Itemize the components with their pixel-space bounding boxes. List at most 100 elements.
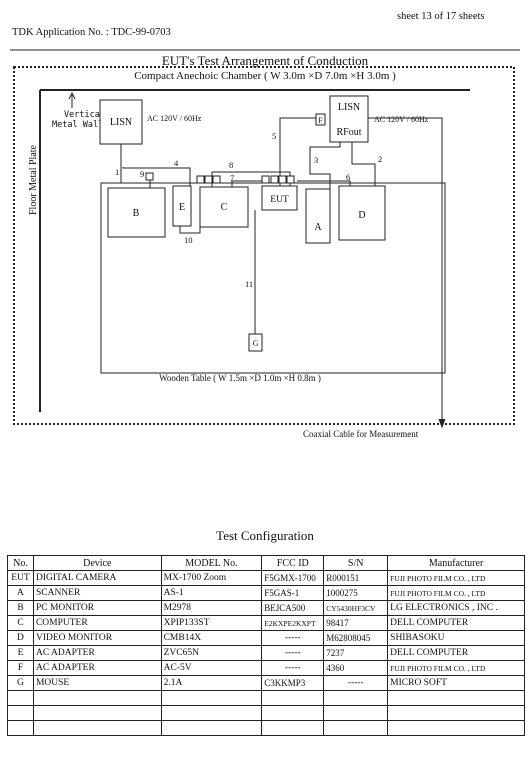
device-g-label: G bbox=[253, 339, 259, 348]
table-row: EUT DIGITAL CAMERA MX-1700 Zoom F5GMX-17… bbox=[7, 570, 525, 586]
cable-8-label: 8 bbox=[229, 160, 233, 170]
cell-manufacturer: LG ELECTRONICS , INC . bbox=[387, 600, 525, 616]
device-c-label: C bbox=[221, 202, 228, 213]
connector bbox=[261, 175, 270, 184]
cable-2 bbox=[351, 142, 376, 186]
cable-7 bbox=[231, 180, 262, 187]
cell-fcc: F5GMX-1700 bbox=[261, 570, 325, 586]
cable-4-label: 4 bbox=[174, 158, 179, 168]
cable-1-label: 1 bbox=[115, 167, 119, 177]
cell-model: XPIP133ST bbox=[160, 615, 263, 631]
cell-no: G bbox=[7, 675, 34, 691]
wall-label-2: Metal Wall bbox=[52, 120, 103, 130]
cell-manufacturer: SHIBASOKU bbox=[387, 630, 525, 646]
device-eut-label: EUT bbox=[270, 195, 289, 205]
table-label: Wooden Table ( W 1.5m ×D 1.0m ×H 0.8m ) bbox=[159, 373, 321, 383]
cell-device: PC MONITOR bbox=[32, 600, 162, 616]
col-fcc: FCC ID bbox=[261, 555, 325, 571]
config-title: Test Configuration bbox=[216, 528, 314, 543]
empty-row bbox=[7, 705, 525, 721]
cell-manufacturer: FUJI PHOTO FILM CO. , LTD bbox=[387, 585, 525, 601]
table-row: F AC ADAPTER AC-5V ----- 4360 FUJI PHOTO… bbox=[7, 660, 525, 676]
cell-fcc: F5GAS-1 bbox=[261, 585, 325, 601]
cell-no: EUT bbox=[7, 570, 34, 586]
cable-6 bbox=[297, 180, 351, 186]
device-c bbox=[199, 186, 249, 228]
device-d bbox=[338, 185, 386, 241]
device-f bbox=[315, 113, 326, 126]
chamber-border bbox=[13, 66, 515, 425]
cell-fcc: C3KKMP3 bbox=[261, 675, 325, 691]
ac-left-label: AC 120V / 60Hz bbox=[147, 114, 202, 123]
cell-device: AC ADAPTER bbox=[32, 645, 162, 661]
connector bbox=[204, 175, 213, 184]
cell-model: M2978 bbox=[160, 600, 263, 616]
cell-sn: R000151 bbox=[323, 570, 389, 586]
table-row: C COMPUTER XPIP133ST E2KXPE2KXPT 98417 D… bbox=[7, 615, 525, 631]
cell-manufacturer: DELL COMPUTER bbox=[387, 645, 525, 661]
connector bbox=[270, 175, 279, 184]
cell-no: B bbox=[7, 600, 34, 616]
cable-5-label: 5 bbox=[272, 131, 276, 141]
connector bbox=[212, 175, 221, 184]
cell-no: E bbox=[7, 645, 34, 661]
cell-no: A bbox=[7, 585, 34, 601]
col-device: Device bbox=[32, 555, 162, 571]
cell-fcc: E2KXPE2KXPT bbox=[261, 615, 325, 631]
cable-9-label: 9 bbox=[140, 169, 144, 179]
coax-arrow bbox=[438, 418, 446, 429]
cell-device: SCANNER bbox=[32, 585, 162, 601]
cable-7-label: 7 bbox=[230, 173, 234, 183]
device-f-label: F bbox=[318, 116, 323, 125]
connector bbox=[196, 175, 205, 184]
device-eut bbox=[261, 185, 298, 211]
connector bbox=[145, 172, 154, 181]
lisn-right-label: LISN bbox=[338, 102, 360, 113]
table-row: B PC MONITOR M2978 BEJCA500 CY5430HF3CV … bbox=[7, 600, 525, 616]
cable-10 bbox=[179, 226, 201, 234]
sheet-number: sheet 13 of 17 sheets bbox=[397, 11, 485, 22]
cell-fcc: BEJCA500 bbox=[261, 600, 325, 616]
cell-model: CMB14X bbox=[160, 630, 263, 646]
coax-label: Coaxial Cable for Measurement bbox=[303, 429, 419, 439]
device-d-label: D bbox=[358, 210, 365, 221]
cable-3 bbox=[309, 142, 341, 189]
cell-sn: 7237 bbox=[323, 645, 389, 661]
cable-2-label: 2 bbox=[378, 154, 382, 164]
empty-row bbox=[7, 720, 525, 736]
cable-3-label: 3 bbox=[314, 155, 318, 165]
lisn-right bbox=[329, 95, 369, 143]
cell-fcc: ----- bbox=[261, 660, 325, 676]
configuration-table: No. Device MODEL No. FCC ID S/N Manufact… bbox=[7, 555, 525, 736]
device-a-label: A bbox=[314, 222, 322, 233]
rfout-label: RFout bbox=[336, 127, 361, 138]
col-manufacturer: Manufacturer bbox=[387, 555, 525, 571]
lisn-left-label: LISN bbox=[110, 117, 132, 128]
cell-manufacturer: MICRO SOFT bbox=[387, 675, 525, 691]
cable-10-label: 10 bbox=[184, 235, 193, 245]
col-no: No. bbox=[7, 555, 34, 571]
cell-sn: M62808045 bbox=[323, 630, 389, 646]
cell-fcc: ----- bbox=[261, 630, 325, 646]
cell-sn: 4360 bbox=[323, 660, 389, 676]
cell-sn: CY5430HF3CV bbox=[323, 600, 389, 616]
coaxial-cable bbox=[368, 117, 443, 425]
cell-model: MX-1700 Zoom bbox=[160, 570, 263, 586]
table-row: E AC ADAPTER ZVC65N ----- 7237 DELL COMP… bbox=[7, 645, 525, 661]
cell-model: ZVC65N bbox=[160, 645, 263, 661]
cell-sn: ----- bbox=[323, 675, 389, 691]
connector bbox=[286, 175, 295, 184]
cell-device: VIDEO MONITOR bbox=[32, 630, 162, 646]
cell-manufacturer: DELL COMPUTER bbox=[387, 615, 525, 631]
device-a bbox=[305, 188, 331, 244]
wall-label-1: Vertical bbox=[64, 110, 105, 120]
cell-no: D bbox=[7, 630, 34, 646]
col-sn: S/N bbox=[323, 555, 389, 571]
floor-plate-label: Floor Metal Plate bbox=[28, 144, 39, 215]
table-row: A SCANNER AS-1 F5GAS-1 1000275 FUJI PHOT… bbox=[7, 585, 525, 601]
cell-sn: 98417 bbox=[323, 615, 389, 631]
table-row: D VIDEO MONITOR CMB14X ----- M62808045 S… bbox=[7, 630, 525, 646]
cell-sn: 1000275 bbox=[323, 585, 389, 601]
cable-4 bbox=[122, 167, 191, 186]
col-model: MODEL No. bbox=[160, 555, 263, 571]
